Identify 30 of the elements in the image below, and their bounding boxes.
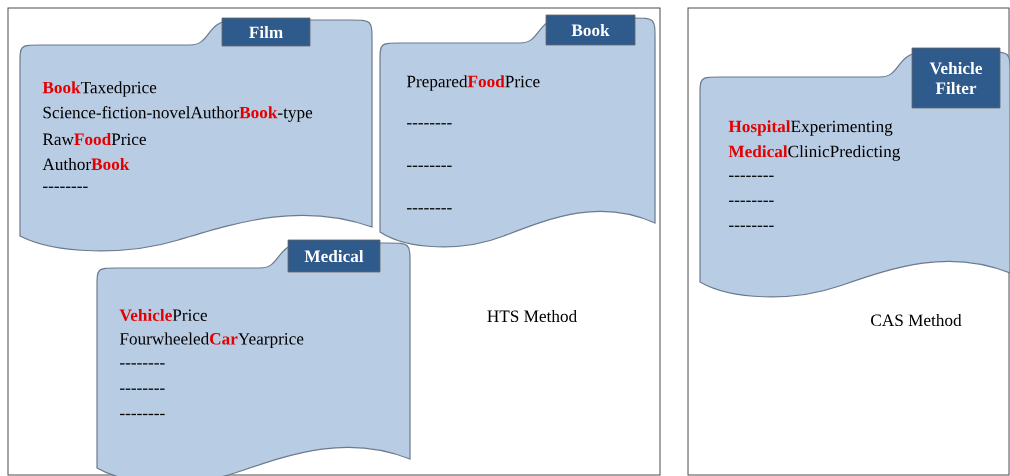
text-line: -------- [407,123,452,125]
document-scroll [19,19,373,252]
text-line: -------- [729,225,774,227]
text-line: -------- [729,200,774,202]
text-line: -------- [120,363,165,365]
method-label: HTS Method [487,309,577,323]
text-line: FourwheeledCarYearprice [119,332,304,349]
tag-box: Book [545,14,636,46]
document-scroll [96,242,411,476]
document-scroll [699,51,1010,298]
method-label: CAS Method [871,313,962,327]
method-panel [7,7,661,476]
tag-box: Film [221,17,311,47]
text-line: PreparedFoodPrice [406,75,540,91]
text-line: -------- [407,165,452,167]
text-line: HospitalExperimenting [728,120,893,136]
text-line: -------- [407,208,452,210]
text-line: -------- [43,186,88,188]
text-line: BookTaxedprice [42,81,157,97]
document-scroll [379,17,656,248]
text-line: AuthorBook [42,157,130,171]
text-line: Science-fiction-novelAuthorBook-type [43,106,313,122]
text-line: -------- [120,388,165,390]
text-line: MedicalClinicPredicting [728,145,901,161]
tag-box: Vehicle Filter [911,47,1001,109]
text-line: RawFoodPrice [42,132,146,146]
tag-box: Medical [287,239,381,273]
text-line: -------- [729,175,774,177]
text-line: -------- [120,413,165,416]
text-line: VehiclePrice [119,308,207,322]
